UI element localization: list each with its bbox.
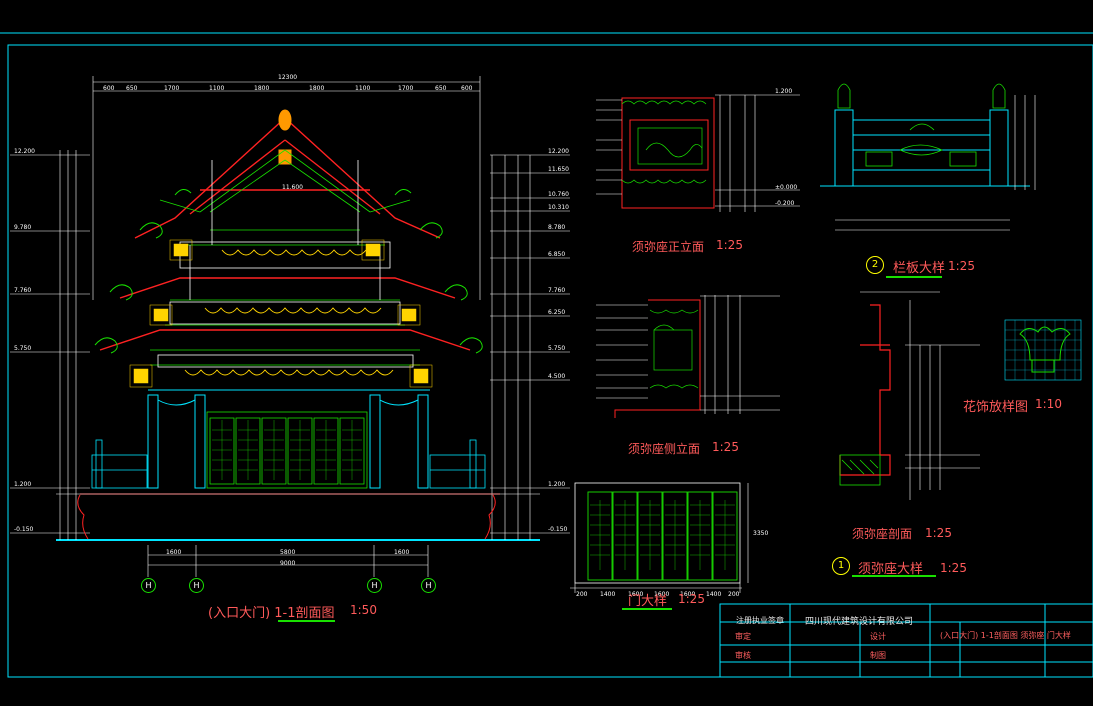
railing-scale: 1:25 — [948, 259, 975, 273]
railing-number-circle: 2 — [866, 256, 884, 274]
side-title: 须弥座侧立面 — [628, 442, 701, 456]
flower-title: 花饰放样图 — [963, 400, 1029, 415]
left-level-5: 1.200 — [14, 481, 32, 488]
bottom-total: 9000 — [280, 560, 296, 567]
overall-width: 12300 — [278, 74, 298, 81]
plinth-level-3: -0.200 — [775, 200, 795, 207]
door-detail-drawing — [570, 482, 749, 593]
right-level-1: 12.200 — [548, 148, 569, 155]
plinth-number-circle: 1 — [832, 557, 850, 575]
right-level-4: 10.310 — [548, 204, 569, 211]
dim-top-1: 600 — [103, 85, 115, 92]
axis-marker-4: H — [421, 578, 436, 593]
right-level-5: 8.780 — [548, 224, 566, 231]
plinth-title-underline — [852, 575, 936, 577]
left-level-6: -0.150 — [14, 526, 34, 533]
dim-top-4: 1100 — [209, 85, 225, 92]
plinth-section-title: 须弥座剖面 — [852, 527, 913, 541]
section-1-1-drawing — [10, 76, 570, 577]
left-level-3: 7.760 — [14, 287, 32, 294]
side-scale: 1:25 — [712, 440, 739, 454]
right-level-11: 1.200 — [548, 481, 566, 488]
plinth-title: 须弥座大样 — [858, 562, 924, 577]
section-title: (入口大门) 1-1剖面图 — [208, 606, 335, 621]
axis-marker-2: H — [189, 578, 204, 593]
tb-draw: 制图 — [870, 651, 886, 660]
section-scale: 1:50 — [350, 603, 377, 617]
plinth-section-drawing — [839, 291, 980, 500]
dim-top-6: 1800 — [309, 85, 325, 92]
door-dim-5: 1600 — [680, 591, 696, 598]
door-title: 门大样 — [628, 594, 668, 609]
railing-title: 栏板大样 — [893, 261, 946, 276]
flower-ornament-drawing — [1004, 319, 1082, 381]
plinth-scale: 1:25 — [940, 561, 967, 575]
bottom-dim-3: 1600 — [394, 549, 410, 556]
left-level-2: 9.780 — [14, 224, 32, 231]
door-dim-3: 1600 — [628, 591, 644, 598]
section-title-underline — [278, 620, 335, 622]
bottom-dim-1: 1600 — [166, 549, 182, 556]
right-level-10: 4.500 — [548, 373, 566, 380]
right-level-2: 11.650 — [548, 166, 569, 173]
door-dim-4: 1600 — [654, 591, 670, 598]
right-level-3: 10.760 — [548, 191, 569, 198]
left-level-4: 5.750 — [14, 345, 32, 352]
door-dim-7: 200 — [728, 591, 740, 598]
door-height: 3350 — [753, 530, 769, 537]
railing-title-underline — [886, 276, 942, 278]
door-dim-1: 200 — [576, 591, 588, 598]
right-level-6: 6.850 — [548, 251, 566, 258]
tb-company: 四川现代建筑设计有限公司 — [805, 617, 914, 627]
plinth-side-drawing — [596, 295, 780, 418]
bottom-dim-2: 5800 — [280, 549, 296, 556]
plinth-level-2: ±0.000 — [775, 184, 798, 191]
tb-approve: 审定 — [735, 632, 751, 641]
axis-marker-1: H — [141, 578, 156, 593]
tb-check: 审核 — [735, 651, 751, 660]
door-dim-6: 1400 — [706, 591, 722, 598]
axis-marker-3: H — [367, 578, 382, 593]
dim-top-10: 600 — [461, 85, 473, 92]
dim-top-3: 1700 — [164, 85, 180, 92]
front-title: 须弥座正立面 — [632, 240, 705, 254]
tb-seal-label: 注册执业签章 — [736, 616, 784, 625]
dim-top-8: 1700 — [398, 85, 414, 92]
right-level-12: -0.150 — [548, 526, 568, 533]
drawing-frame — [0, 32, 1093, 678]
front-scale: 1:25 — [716, 238, 743, 252]
dim-top-7: 1100 — [355, 85, 371, 92]
left-level-1: 12.200 — [14, 148, 35, 155]
dim-top-5: 1800 — [254, 85, 270, 92]
dim-top-9: 650 — [435, 85, 447, 92]
right-level-9: 5.750 — [548, 345, 566, 352]
tb-drawing-name: (入口大门) 1-1剖面图 须弥座 门大样 — [940, 631, 1071, 640]
dim-top-2: 650 — [126, 85, 138, 92]
door-scale: 1:25 — [678, 592, 705, 606]
plinth-level-1: 1.200 — [775, 88, 793, 95]
door-dim-2: 1400 — [600, 591, 616, 598]
plinth-section-scale: 1:25 — [925, 526, 952, 540]
tb-design: 设计 — [870, 632, 886, 641]
door-title-underline — [622, 608, 672, 610]
plinth-front-drawing — [596, 94, 800, 212]
railing-detail-drawing — [820, 83, 1036, 231]
ridge-level: 11.600 — [282, 184, 303, 191]
right-level-7: 7.760 — [548, 287, 566, 294]
right-level-8: 6.250 — [548, 309, 566, 316]
flower-scale: 1:10 — [1035, 397, 1062, 411]
